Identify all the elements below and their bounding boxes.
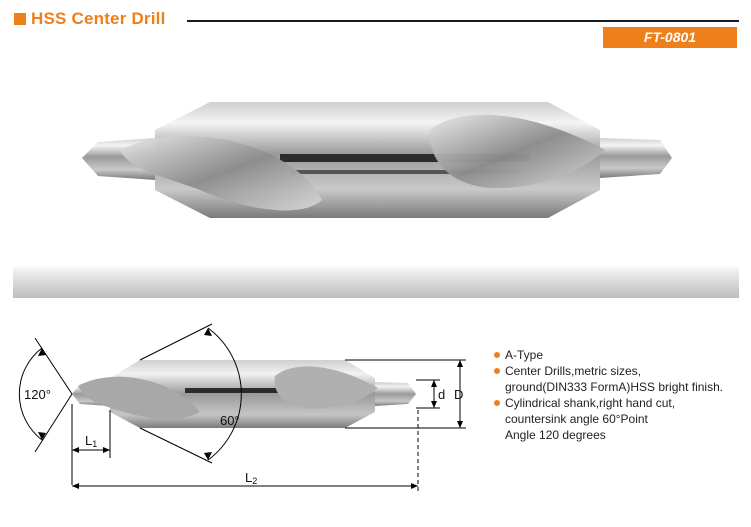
l2-letter: L <box>245 470 252 485</box>
countersink-angle-label: 60° <box>220 413 240 428</box>
spec-line: Center Drills,metric sizes, <box>505 364 642 378</box>
tip-angle-arc <box>18 347 43 441</box>
D-label: D <box>454 387 463 402</box>
spec-list: A-Type Center Drills,metric sizes, groun… <box>493 347 743 443</box>
diagram-drill-image <box>72 360 416 428</box>
tip-angle-line-top <box>34 337 73 395</box>
l1-letter: L <box>85 433 92 448</box>
countersink-arc <box>207 327 242 461</box>
technical-diagram: 120° 60° L1 L2 d D <box>18 323 466 492</box>
bullet-dot-icon <box>494 352 500 358</box>
spec-item: Cylindrical shank,right hand cut, counte… <box>493 395 743 443</box>
spec-line: Cylindrical shank,right hand cut, <box>505 396 676 410</box>
bullet-dot-icon <box>494 400 500 406</box>
l1-subscript: 1 <box>92 439 97 449</box>
spec-item: A-Type <box>493 347 743 363</box>
l1-label: L1 <box>85 433 97 449</box>
center-drill-photo <box>82 102 672 218</box>
d-label: d <box>438 387 445 402</box>
l2-subscript: 2 <box>252 476 257 486</box>
header-square-icon <box>14 13 26 25</box>
spec-line: countersink angle 60°Point <box>505 412 648 426</box>
spec-line: A-Type <box>505 348 544 362</box>
spec-line: Angle 120 degrees <box>505 428 606 442</box>
page-title: HSS Center Drill <box>31 9 166 28</box>
spec-line: ground(DIN333 FormA)HSS bright finish. <box>505 380 724 394</box>
product-code-badge: FT-0801 <box>603 27 737 48</box>
header-rule <box>187 20 739 22</box>
bullet-dot-icon <box>494 368 500 374</box>
countersink-line-bottom <box>139 427 213 464</box>
section-divider-band <box>13 266 739 298</box>
tip-angle-line-bottom <box>34 393 73 453</box>
l2-label: L2 <box>245 470 257 486</box>
spec-item: Center Drills,metric sizes, ground(DIN33… <box>493 363 743 395</box>
countersink-line-top <box>139 323 213 361</box>
tip-angle-label: 120° <box>24 387 51 402</box>
